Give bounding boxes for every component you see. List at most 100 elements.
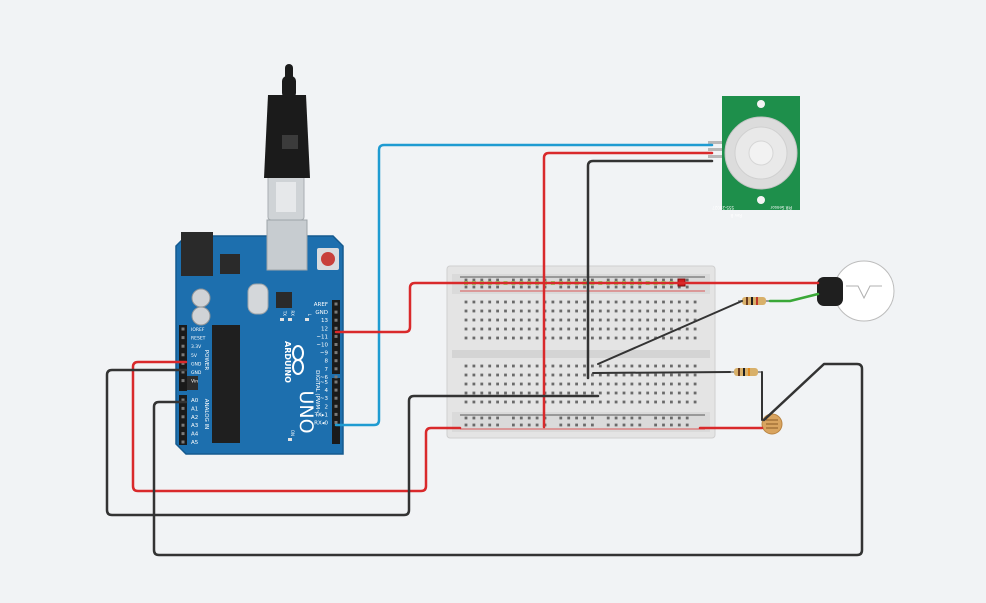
led-label: L <box>307 314 312 317</box>
breadboard-hole <box>472 382 476 386</box>
breadboard-hole <box>606 309 610 313</box>
breadboard-hole <box>496 391 499 395</box>
led-label: ON <box>290 430 295 436</box>
rail-hole <box>464 278 468 282</box>
breadboard-hole <box>677 318 681 322</box>
breadboard-hole <box>654 327 657 331</box>
breadboard-hole <box>559 336 563 340</box>
rail-hole <box>575 423 578 427</box>
header-pin <box>181 336 185 340</box>
rail-hole <box>575 416 578 420</box>
breadboard-hole <box>496 382 499 386</box>
wire-red-pin13[interactable] <box>334 281 820 334</box>
usb-b-port <box>266 219 308 271</box>
breadboard-hole <box>472 309 476 313</box>
reset-button[interactable] <box>321 252 335 266</box>
breadboard-hole <box>598 382 602 386</box>
pir-motion-sensor[interactable]: 555-28027 Rev B PIR Sensor <box>708 96 800 218</box>
resistor-2[interactable] <box>730 368 762 376</box>
digital-pin-label: ~10 <box>316 343 328 349</box>
power-pin-label: GND <box>191 361 202 367</box>
breadboard-hole <box>583 318 586 322</box>
header-pin <box>334 359 338 363</box>
breadboard-hole <box>622 391 626 395</box>
breadboard-hole <box>654 309 657 313</box>
rail-hole <box>559 278 563 282</box>
wire-signal-blue[interactable] <box>334 143 714 427</box>
rail-hole <box>527 416 531 420</box>
header-pin <box>334 318 338 322</box>
pir-pin-vcc <box>708 148 722 151</box>
breadboard-hole <box>551 382 555 386</box>
power-pin-label: RESET <box>191 336 206 342</box>
breadboard-hole <box>551 364 555 368</box>
breadboard-hole <box>685 373 689 377</box>
usb-cable-strain-relief <box>282 76 296 98</box>
header-pin <box>181 406 185 410</box>
digital-pin-label: ~9 <box>320 351 329 357</box>
breadboard-hole <box>480 364 484 368</box>
led-label: RX <box>290 310 295 316</box>
digital-pin-label: 4 <box>325 388 329 394</box>
header-pin <box>334 351 338 355</box>
rail-hole <box>480 285 484 289</box>
breadboard-hole <box>504 400 507 404</box>
breadboard-hole <box>504 309 507 313</box>
resistor-1[interactable] <box>738 297 770 305</box>
breadboard-hole <box>535 327 539 331</box>
breadboard[interactable] <box>446 265 716 439</box>
rail-hole <box>670 285 673 289</box>
breadboard-hole <box>614 400 618 404</box>
small-ic <box>186 376 198 390</box>
breadboard-hole <box>488 400 492 404</box>
breadboard-hole <box>693 327 697 331</box>
rail-hole <box>654 416 657 420</box>
breadboard-hole <box>488 391 492 395</box>
breadboard-hole <box>559 364 563 368</box>
breadboard-hole <box>662 300 665 304</box>
rail-hole <box>654 423 657 427</box>
crystal-oscillator <box>247 283 269 315</box>
breadboard-hole <box>598 318 602 322</box>
wire-red-5v[interactable] <box>131 360 462 493</box>
breadboard-hole <box>488 373 492 377</box>
rail-hole <box>480 416 484 420</box>
wire-black-gnd[interactable] <box>105 368 600 517</box>
header-pin <box>181 432 185 436</box>
rail-hole <box>662 285 665 289</box>
breadboard-hole <box>630 364 634 368</box>
wire-black-pir-gnd[interactable] <box>586 159 714 380</box>
breadboard-hole <box>622 318 626 322</box>
light-bulb[interactable] <box>817 260 895 322</box>
breadboard-hole <box>646 327 650 331</box>
pir-pin-out <box>708 155 722 158</box>
breadboard-hole <box>662 364 665 368</box>
breadboard-hole <box>567 391 571 395</box>
wire-jumper-resistor-2[interactable] <box>592 371 731 374</box>
wire-jumper-resistor-1[interactable] <box>597 300 743 365</box>
breadboard-hole <box>472 318 476 322</box>
rail-hole <box>583 285 586 289</box>
header-pin <box>334 396 338 400</box>
breadboard-hole <box>622 373 626 377</box>
analog-pin-label: A1 <box>191 406 198 412</box>
breadboard-hole <box>575 309 578 313</box>
wire-green-bulb[interactable] <box>768 292 820 303</box>
breadboard-hole <box>480 327 484 331</box>
pir-part-number: 555-28027 <box>712 205 734 210</box>
breadboard-hole <box>614 391 618 395</box>
breadboard-hole <box>583 300 586 304</box>
photoresistor[interactable] <box>761 413 783 435</box>
breadboard-hole <box>519 309 523 313</box>
rail-hole <box>496 416 499 420</box>
breadboard-hole <box>527 318 531 322</box>
breadboard-hole <box>472 336 476 340</box>
wire-red-pir-vcc[interactable] <box>542 151 714 429</box>
wire-black-a0[interactable] <box>152 362 864 557</box>
digital-pin-label: TX▸1 <box>314 412 328 418</box>
breadboard-hole <box>591 327 594 331</box>
